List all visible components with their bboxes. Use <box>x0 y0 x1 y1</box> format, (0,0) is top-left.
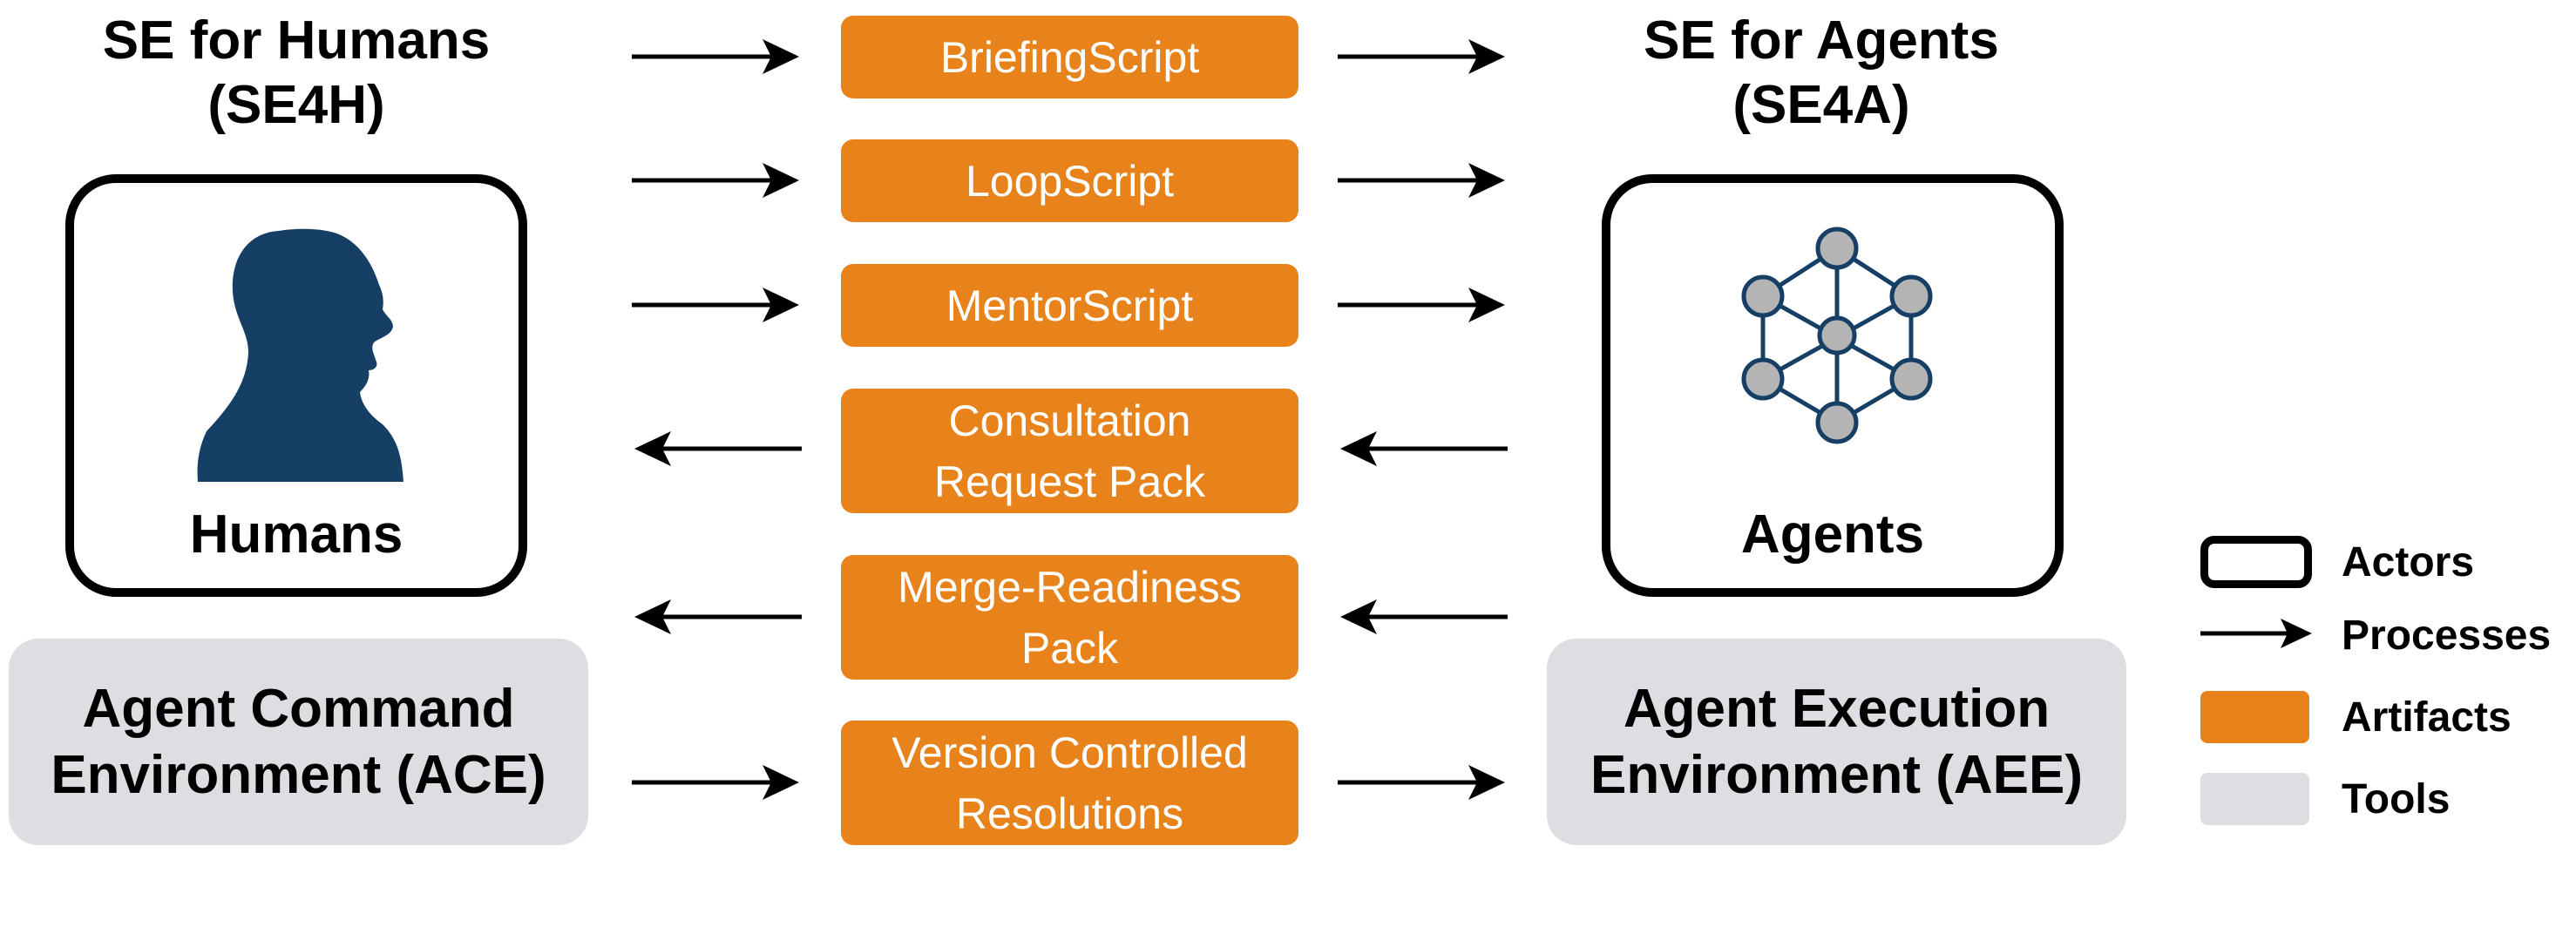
ace-line2: Environment (ACE) <box>51 744 546 805</box>
legend-tools-swatch <box>2200 773 2309 825</box>
artifact-label-line2: Pack <box>1020 623 1119 673</box>
artifact-label-line1: Merge-Readiness <box>898 562 1242 612</box>
arrow-right-icon <box>632 765 799 800</box>
arrow-left-icon <box>634 599 802 634</box>
human-head-icon <box>197 228 403 482</box>
arrow-left-icon <box>1340 431 1508 466</box>
artifact-label: LoopScript <box>965 156 1175 206</box>
humans-label: Humans <box>189 504 403 565</box>
artifact-label: BriefingScript <box>939 32 1200 82</box>
aee-line1: Agent Execution <box>1623 678 2051 739</box>
legend-actors-swatch <box>2200 536 2312 588</box>
legend-process-arrow-icon <box>2200 619 2312 648</box>
arrow-right-icon <box>1338 163 1505 198</box>
ace-tool-box: Agent Command Environment (ACE) <box>9 639 588 845</box>
agents-label: Agents <box>1740 504 1925 565</box>
aee-tool-box: Agent Execution Environment (AEE) <box>1547 639 2126 845</box>
se4a-title-line1: SE for Agents <box>1644 10 1999 71</box>
aee-line2: Environment (AEE) <box>1590 744 2083 805</box>
artifact-merge-readiness-pack: Merge-Readiness Pack <box>841 555 1298 680</box>
artifact-label-line2: Request Pack <box>933 457 1206 506</box>
legend-actors-label: Actors <box>2342 539 2475 585</box>
legend: Actors Processes Artifacts Tools <box>2200 527 2571 849</box>
se4h-title: SE for Humans (SE4H) <box>35 9 558 138</box>
artifact-label-line2: Resolutions <box>955 788 1184 838</box>
se4h-title-line2: (SE4H) <box>207 75 385 135</box>
agents-actor-box: Agents <box>1602 174 2064 597</box>
se4a-title-line2: (SE4A) <box>1732 75 1910 135</box>
artifact-mentorscript: MentorScript <box>841 264 1298 347</box>
arrow-right-icon <box>1338 39 1505 74</box>
arrow-left-icon <box>1340 599 1508 634</box>
artifact-briefingscript: BriefingScript <box>841 16 1298 98</box>
legend-artifacts-swatch <box>2200 691 2309 743</box>
legend-tools-label: Tools <box>2342 776 2451 822</box>
legend-artifacts-label: Artifacts <box>2342 694 2512 741</box>
artifact-label-line1: Consultation <box>948 396 1191 445</box>
arrow-right-icon <box>632 39 799 74</box>
se4h-title-line1: SE for Humans <box>102 10 491 71</box>
arrow-right-icon <box>632 163 799 198</box>
legend-processes-label: Processes <box>2342 613 2552 659</box>
artifact-loopscript: LoopScript <box>841 139 1298 222</box>
artifact-label-line1: Version Controlled <box>891 728 1248 777</box>
humans-actor-box: Humans <box>65 174 527 597</box>
arrow-right-icon <box>1338 288 1505 322</box>
arrow-right-icon <box>1338 765 1505 800</box>
artifact-consultation-request-pack: Consultation Request Pack <box>841 389 1298 513</box>
se4a-title: SE for Agents (SE4A) <box>1560 9 2083 138</box>
arrow-left-icon <box>634 431 802 466</box>
arrow-right-icon <box>632 288 799 322</box>
artifact-version-controlled-resolutions: Version Controlled Resolutions <box>841 721 1298 845</box>
network-graph-icon <box>1741 227 1933 444</box>
artifact-label: MentorScript <box>946 281 1194 330</box>
ace-line1: Agent Command <box>82 678 515 739</box>
